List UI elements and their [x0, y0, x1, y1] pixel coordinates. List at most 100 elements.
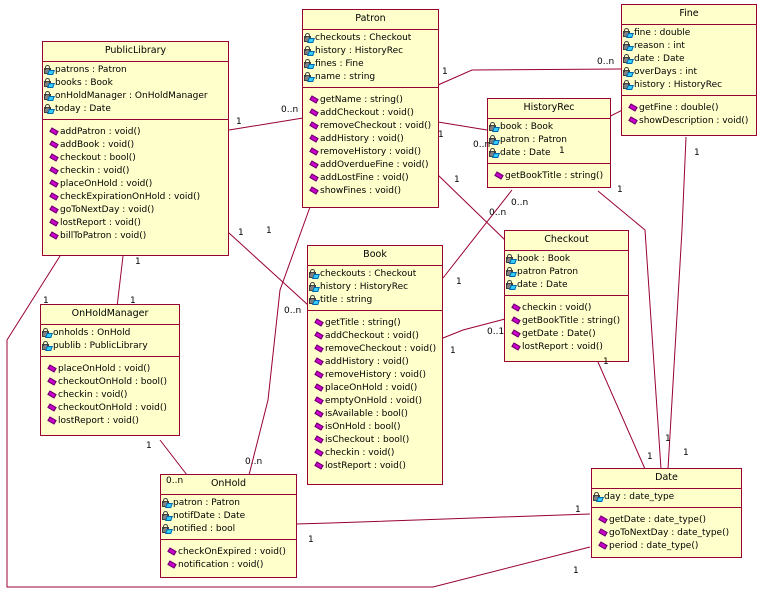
public-operation-icon [49, 153, 60, 164]
multiplicity-label: 1 [438, 130, 444, 140]
attribute: checkouts : Checkout [309, 268, 442, 281]
multiplicity-label: 1 [647, 452, 653, 462]
attribute: day : date_type [593, 491, 741, 504]
public-operation-icon [598, 541, 609, 552]
operation: checkoutOnHold : void() [47, 402, 179, 415]
operation: getFine : double() [628, 102, 756, 115]
operation: showFines : void() [309, 185, 438, 198]
assoc-historyrec-book [442, 189, 513, 279]
class-historyrec[interactable]: HistoryRec book : Book patron : Patron d… [487, 98, 611, 188]
attribute: date : Date [506, 279, 628, 292]
private-attribute-icon [309, 295, 320, 306]
operation: goToNextDay : void() [49, 204, 228, 217]
public-operation-icon [494, 171, 505, 182]
private-attribute-icon [506, 254, 517, 265]
public-operation-icon [314, 370, 325, 381]
assoc-publiclibrary-book [228, 232, 309, 306]
operation: checkOnExpired : void() [167, 546, 296, 559]
private-attribute-icon [623, 41, 634, 52]
private-attribute-icon [44, 78, 55, 89]
public-operation-icon [167, 560, 178, 571]
class-book[interactable]: Book checkouts : Checkout history : Hist… [307, 245, 443, 485]
attribute: book : Book [506, 253, 628, 266]
public-operation-icon [49, 166, 60, 177]
multiplicity-label: 1 [238, 228, 244, 238]
operation: checkin : void() [511, 302, 628, 315]
operations: addPatron : void() addBook : void() chec… [43, 120, 228, 245]
operation: addCheckout : void() [314, 330, 442, 343]
operation: checkin : void() [47, 389, 179, 402]
public-operation-icon [314, 383, 325, 394]
attribute: patron Patron [506, 266, 628, 279]
operation: getBookTitle : string() [511, 315, 628, 328]
assoc-publiclibrary-date [6, 255, 591, 588]
operation: lostReport : void() [511, 341, 628, 354]
attribute: notified : bool [162, 523, 296, 536]
public-operation-icon [314, 318, 325, 329]
attribute: name : string [304, 71, 438, 84]
assoc-publiclibrary-patron [228, 117, 304, 131]
multiplicity-label: 0..1 [487, 327, 505, 337]
private-attribute-icon [309, 282, 320, 293]
public-operation-icon [47, 403, 58, 414]
public-operation-icon [314, 344, 325, 355]
multiplicity-label: 0..n [281, 105, 299, 115]
operation: emptyOnHold : void() [314, 395, 442, 408]
multiplicity-label: 1 [236, 117, 242, 127]
operations: getBookTitle : string() [488, 164, 610, 185]
attributes: fine : double reason : int date : Date o… [622, 25, 756, 96]
multiplicity-label: 1 [454, 175, 460, 185]
private-attribute-icon [44, 91, 55, 102]
private-attribute-icon [304, 59, 315, 70]
operation: period : date_type() [598, 540, 741, 553]
public-operation-icon [309, 173, 320, 184]
attribute: history : HistoryRec [309, 281, 442, 294]
private-attribute-icon [623, 28, 634, 39]
class-checkout[interactable]: Checkout book : Book patron Patron date … [504, 230, 629, 362]
public-operation-icon [309, 134, 320, 145]
public-operation-icon [511, 303, 522, 314]
class-onholdmanager[interactable]: OnHoldManager onholds : OnHold publib : … [40, 304, 180, 436]
class-fine[interactable]: Fine fine : double reason : int date : D… [621, 4, 757, 136]
public-operation-icon [628, 103, 639, 114]
class-name: Fine [622, 5, 756, 25]
public-operation-icon [314, 448, 325, 459]
attribute: checkouts : Checkout [304, 32, 438, 45]
public-operation-icon [167, 547, 178, 558]
attribute: books : Book [44, 77, 228, 90]
assoc-patron-historyrec [437, 121, 488, 131]
class-onhold[interactable]: OnHold patron : Patron notifDate : Date … [160, 474, 297, 578]
attribute: patron : Patron [162, 497, 296, 510]
assoc-patron-onhold [248, 206, 311, 476]
class-name: HistoryRec [488, 99, 610, 119]
public-operation-icon [49, 205, 60, 216]
multiplicity-label: 1 [266, 226, 272, 236]
public-operation-icon [309, 108, 320, 119]
multiplicity-label: 0..n [284, 306, 302, 316]
private-attribute-icon [489, 135, 500, 146]
multiplicity-label: 0..n [245, 457, 263, 467]
operation: billToPatron : void() [49, 230, 228, 243]
operation: addPatron : void() [49, 126, 228, 139]
private-attribute-icon [162, 498, 173, 509]
attribute: history : HistoryRec [623, 79, 756, 92]
attribute: fines : Fine [304, 58, 438, 71]
public-operation-icon [314, 435, 325, 446]
private-attribute-icon [304, 72, 315, 83]
attributes: onholds : OnHold publib : PublicLibrary [41, 325, 179, 357]
public-operation-icon [309, 186, 320, 197]
public-operation-icon [49, 192, 60, 203]
operation: isOnHold : bool() [314, 421, 442, 434]
class-patron[interactable]: Patron checkouts : Checkout history : Hi… [302, 9, 439, 208]
private-attribute-icon [162, 524, 173, 535]
operation: checkoutOnHold : bool() [47, 376, 179, 389]
attribute: reason : int [623, 40, 756, 53]
operation: removeHistory : void() [309, 146, 438, 159]
class-date[interactable]: Date day : date_type getDate : date_type… [591, 468, 742, 558]
attributes: book : Book patron Patron date : Date [505, 251, 628, 296]
public-operation-icon [49, 218, 60, 229]
operations: checkOnExpired : void() notification : v… [161, 540, 296, 574]
class-publiclibrary[interactable]: PublicLibrary patrons : Patron books : B… [42, 41, 229, 256]
class-name: Book [308, 246, 442, 266]
